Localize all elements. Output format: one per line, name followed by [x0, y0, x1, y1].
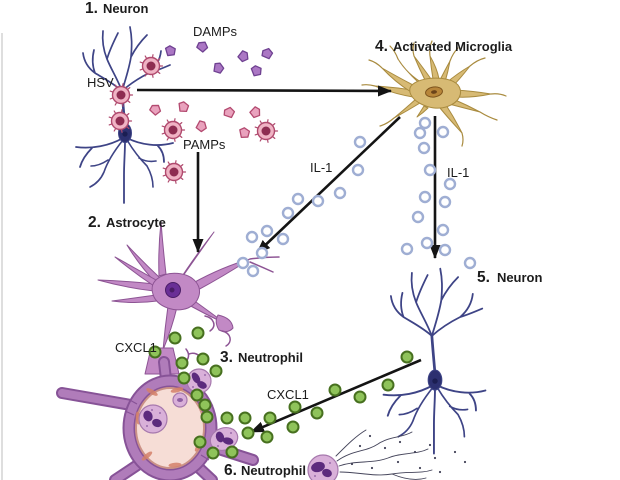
il1-molecules-vertical	[400, 116, 477, 270]
label-step3-neutrophil: 3.Neutrophil	[220, 349, 303, 366]
label-step6-neutrophil: 6.Neutrophil	[224, 462, 306, 479]
label-step5-neuron: 5.Neuron	[477, 269, 542, 286]
label-step1-neuron: 1.Neuron	[85, 0, 148, 17]
blood-vessel	[56, 356, 259, 480]
label-il1-right: IL-1	[447, 165, 469, 180]
activated-microglia-cell	[361, 40, 507, 147]
label-step2-astrocyte: 2.Astrocyte	[88, 214, 166, 231]
label-cxcl1-left: CXCL1	[115, 340, 157, 355]
neuron-5-cell	[382, 267, 487, 455]
label-step4-activated-microglia: 4.Activated Microglia	[375, 38, 513, 55]
label-pamps: PAMPs	[183, 137, 226, 152]
label-cxcl1-right: CXCL1	[267, 387, 309, 402]
neutrophil-netosis	[307, 429, 467, 480]
label-hsv: HSV	[87, 75, 114, 90]
neutrophil-exiting-right	[209, 427, 239, 451]
cxcl1-molecules-neuron	[238, 350, 414, 444]
arrow-neuron1-to-microglia	[136, 85, 392, 97]
neutrophil-in-lumen	[138, 404, 168, 434]
arrow-microglia-to-astrocyte	[256, 116, 401, 254]
hsv-virus-particles	[108, 54, 279, 185]
net-fibers	[335, 429, 467, 480]
cxcl1-molecules-astrocyte	[148, 326, 239, 460]
damp-molecules	[163, 39, 275, 78]
label-damps: DAMPs	[193, 24, 238, 39]
label-il1-left: IL-1	[310, 160, 332, 175]
il1-molecules-diagonal	[236, 135, 367, 278]
